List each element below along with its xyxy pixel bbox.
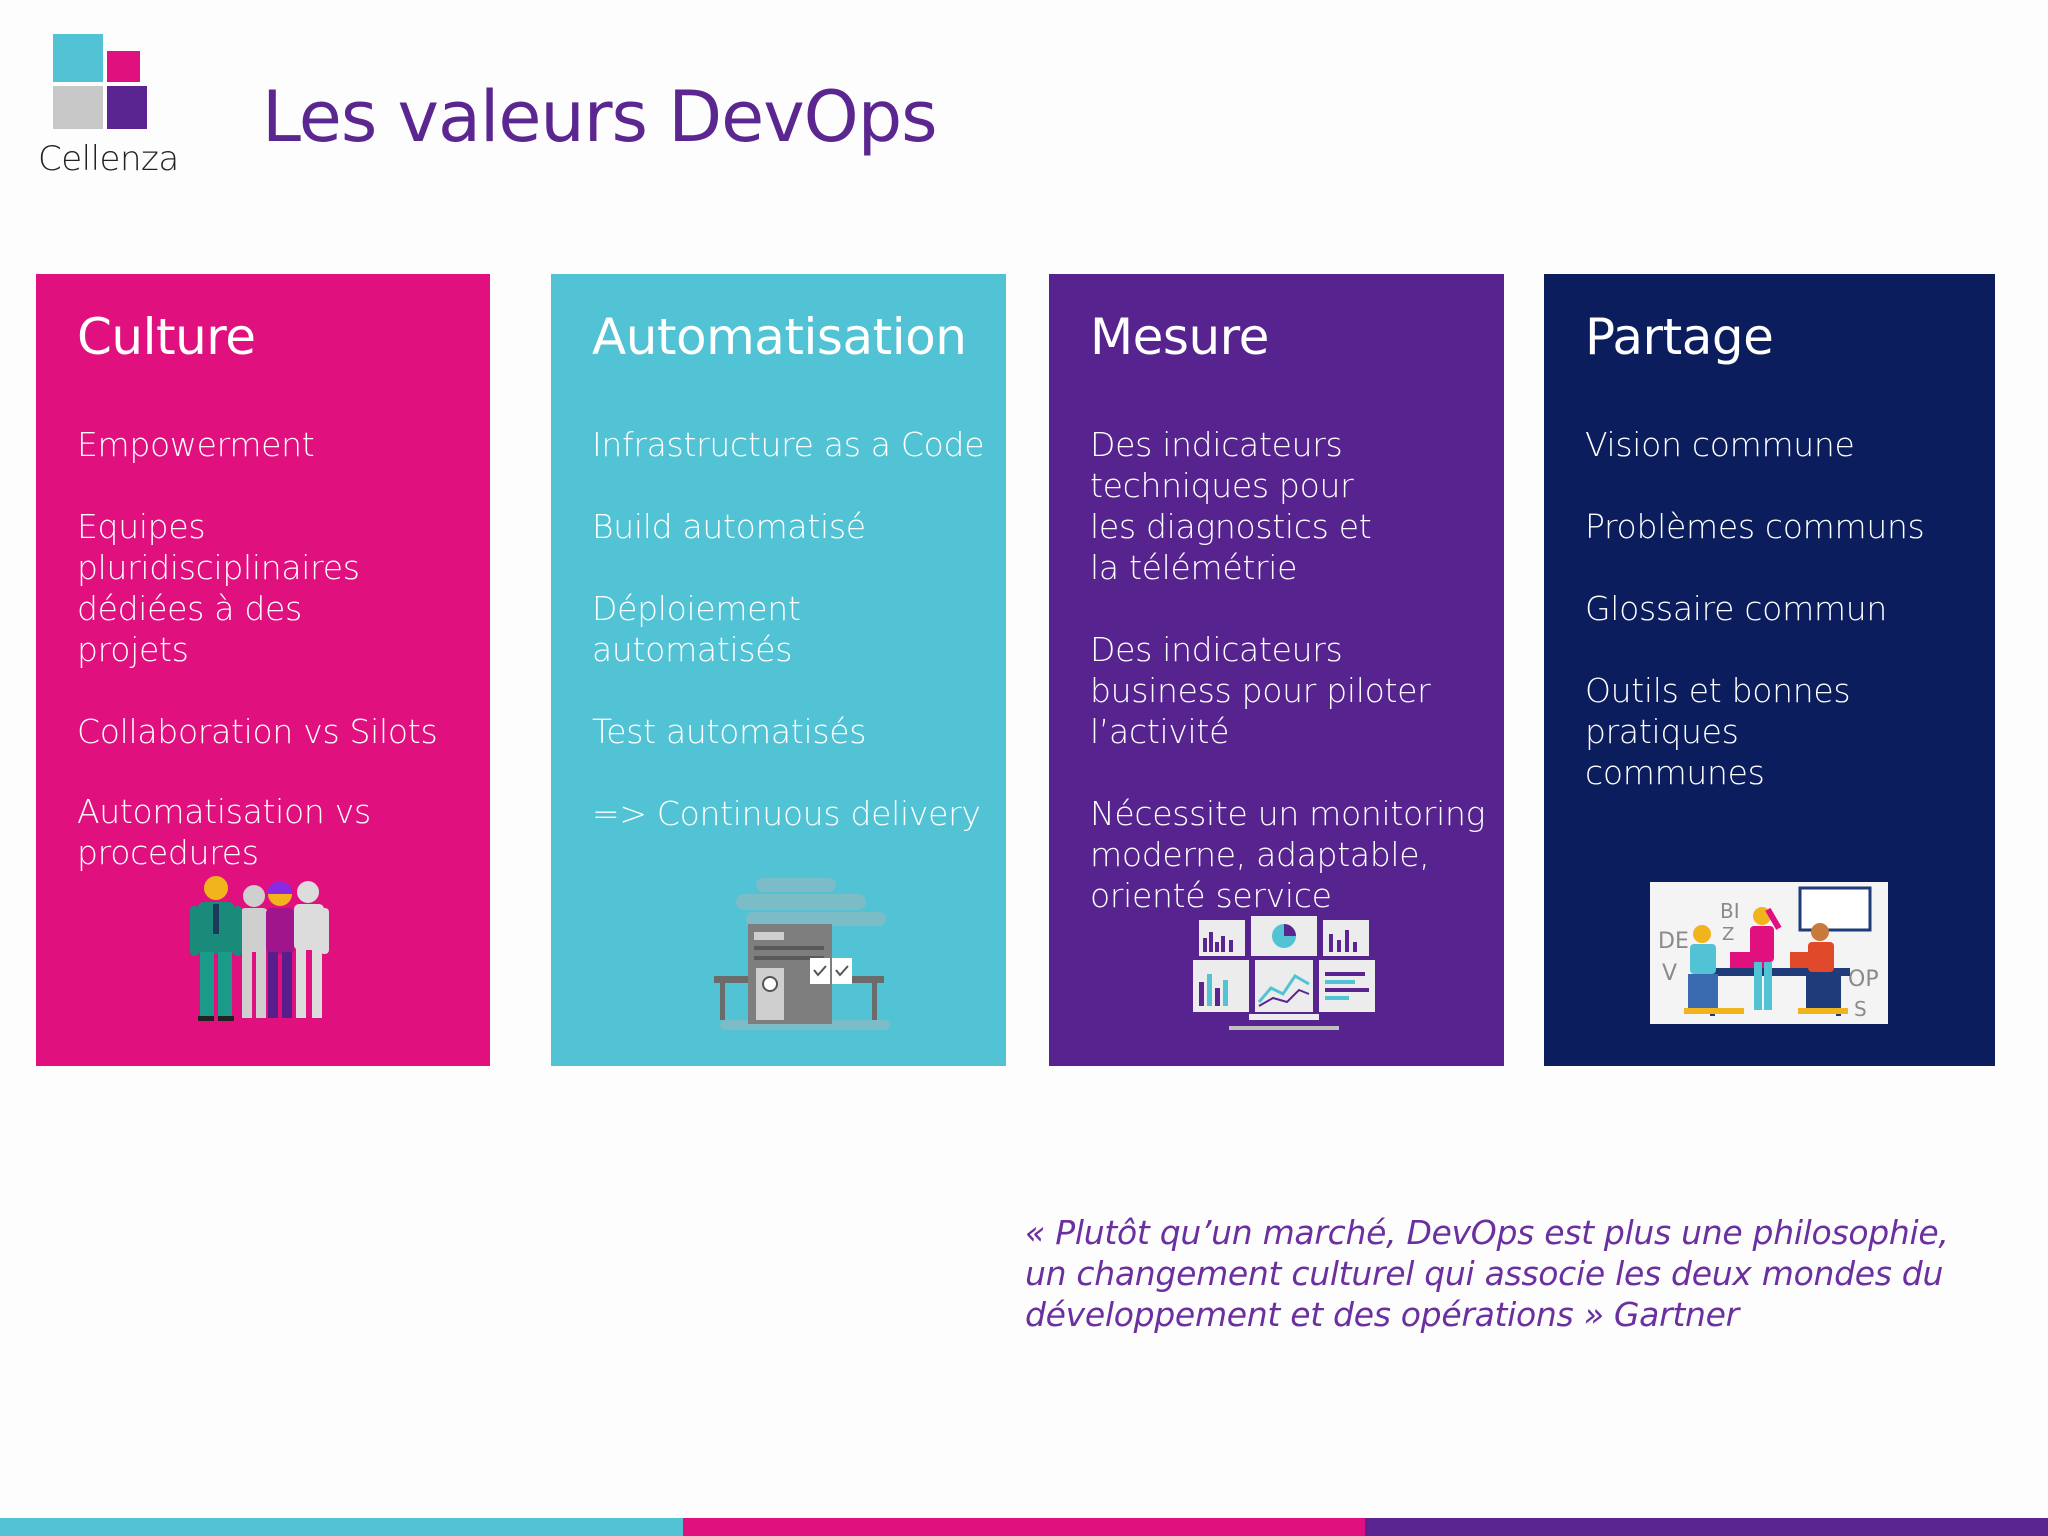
card-item: Vision commune (1585, 425, 1855, 464)
bottom-bar-cyan (0, 1518, 683, 1536)
card-item: Empowerment (77, 425, 315, 464)
card-item-list: Infrastructure as a Code Build automatis… (592, 424, 986, 875)
card-title: Automatisation (592, 308, 967, 366)
people-group-icon (190, 876, 329, 1021)
logo-square-grey (53, 86, 103, 129)
gartner-quote: « Plutôt qu’un marché, DevOps est plus u… (1025, 1213, 1949, 1334)
illus-label-ops: S (1854, 997, 1867, 1021)
illus-label-biz: BI (1720, 899, 1740, 923)
card-item: Equipes pluridisciplinaires dédiées à de… (77, 507, 360, 669)
illus-label-dev: DE (1658, 929, 1689, 954)
card-item: Automatisation vs procedures (77, 792, 371, 872)
bottom-color-bar (0, 1518, 2048, 1536)
logo-name: Cellenza (38, 139, 179, 179)
card-item-list: Vision commune Problèmes communs Glossai… (1585, 424, 1975, 834)
card-partage: Partage Vision commune Problèmes communs… (1544, 274, 1995, 1066)
card-item: Des indicateurs business pour piloter l’… (1090, 630, 1431, 751)
illus-label-dev: V (1662, 961, 1677, 986)
card-item: Nécessite un monitoring moderne, adaptab… (1090, 794, 1486, 915)
card-item: Build automatisé (592, 507, 866, 546)
team-meeting-icon: BI Z DE V OP S (1650, 882, 1888, 1024)
monitoring-dashboard-icon (1193, 916, 1375, 1030)
card-item: Collaboration vs Silots (77, 712, 438, 751)
slide-title: Les valeurs DevOps (262, 76, 938, 158)
card-title: Partage (1585, 308, 1774, 366)
server-machine-icon (714, 878, 890, 1030)
card-item-list: Des indicateurs techniques pour les diag… (1090, 424, 1485, 957)
logo-square-magenta (107, 51, 140, 82)
card-item: => Continuous delivery (592, 794, 981, 833)
card-item: Glossaire commun (1585, 589, 1887, 628)
cellenza-logo: Cellenza (38, 34, 179, 184)
card-item: Infrastructure as a Code (592, 425, 985, 464)
card-item: Déploiement automatisés (592, 589, 801, 669)
card-item: Des indicateurs techniques pour les diag… (1090, 425, 1372, 587)
illus-label-biz: Z (1722, 924, 1734, 945)
card-mesure: Mesure Des indicateurs techniques pour l… (1049, 274, 1504, 1066)
card-title: Culture (77, 308, 256, 366)
card-item: Problèmes communs (1585, 507, 1925, 546)
illus-label-ops: OP (1848, 967, 1879, 992)
card-automatisation: Automatisation Infrastructure as a Code … (551, 274, 1006, 1066)
card-item: Test automatisés (592, 712, 867, 751)
card-item-list: Empowerment Equipes pluridisciplinaires … (77, 424, 470, 914)
card-culture: Culture Empowerment Equipes pluridiscipl… (36, 274, 490, 1066)
bottom-bar-magenta (682, 1518, 1366, 1536)
logo-square-purple (107, 86, 147, 129)
bottom-bar-purple (1365, 1518, 2048, 1536)
card-title: Mesure (1090, 308, 1269, 366)
card-item: Outils et bonnes pratiques communes (1585, 671, 1851, 792)
logo-square-cyan (53, 34, 103, 82)
